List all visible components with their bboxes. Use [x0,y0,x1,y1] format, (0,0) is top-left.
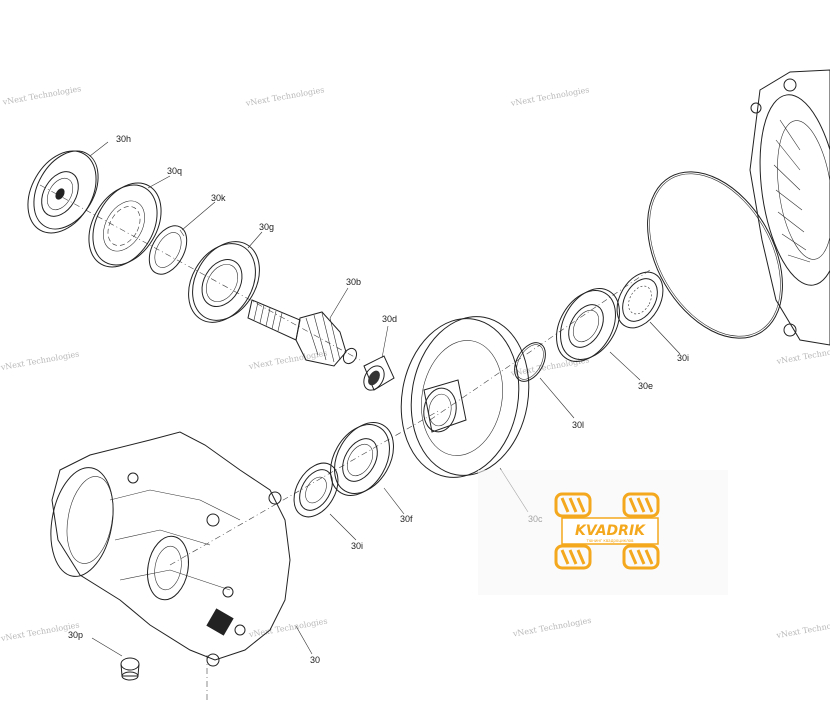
logo-tagline: тюнинг квадроциклов [587,538,635,543]
part-30q-spline-ring [88,182,162,268]
part-30k-snap-ring [148,225,188,275]
callout-30p: 30p [68,630,83,640]
watermark: vNext Technologies [775,617,830,640]
watermark: vNext Technologies [775,343,830,366]
callout-30d: 30d [382,314,397,324]
part-30c-ring-gear [400,316,530,478]
callout-30g: 30g [259,222,274,232]
part-30f-bearing [330,422,394,496]
callout-30l: 30l [572,420,584,430]
axis-line-upper [39,184,361,361]
part-30b-pinion-shaft [247,299,358,367]
part-30i-ball-bearing-lower [293,462,339,518]
axis-line-lower [169,409,441,566]
callout-30b: 30b [346,277,361,287]
watermark: vNext Technologies [509,85,590,108]
callout-30f: 30f [400,514,413,524]
part-main-housing [50,431,291,667]
watermark: vNext Technologies [511,616,592,639]
axis-line-right [429,269,651,421]
part-housing-cover [749,69,830,346]
part-30p-plug [120,657,140,681]
part-30d-needle-bearing [363,355,395,391]
callout-30q: 30q [167,166,182,176]
callout-30h: 30h [116,134,131,144]
callout-30i-upper: 30i [677,353,689,363]
part-large-o-ring [647,171,783,339]
callout-30e: 30e [638,381,653,391]
watermark: vNext Technologies [244,85,325,108]
callout-30k: 30k [211,193,226,203]
watermark: vNext Technologies [0,349,80,372]
watermark: vNext Technologies [509,355,590,378]
part-30g-bearing [188,241,260,323]
watermark: vNext Technologies [1,84,82,107]
part-30e-bearing [556,288,620,362]
callout-30: 30 [310,655,320,665]
part-30l-o-ring [514,342,546,382]
part-30h-seal-cover [27,150,99,234]
part-30i-ball-bearing-upper [616,271,664,329]
watermark: vNext Technologies [247,349,328,372]
watermark: vNext Technologies [247,617,328,640]
logo-name: KVADRIK [575,523,646,539]
kvadrik-logo: KVADRIK тюнинг квадроциклов [478,470,728,595]
callout-30i-lower: 30i [351,541,363,551]
